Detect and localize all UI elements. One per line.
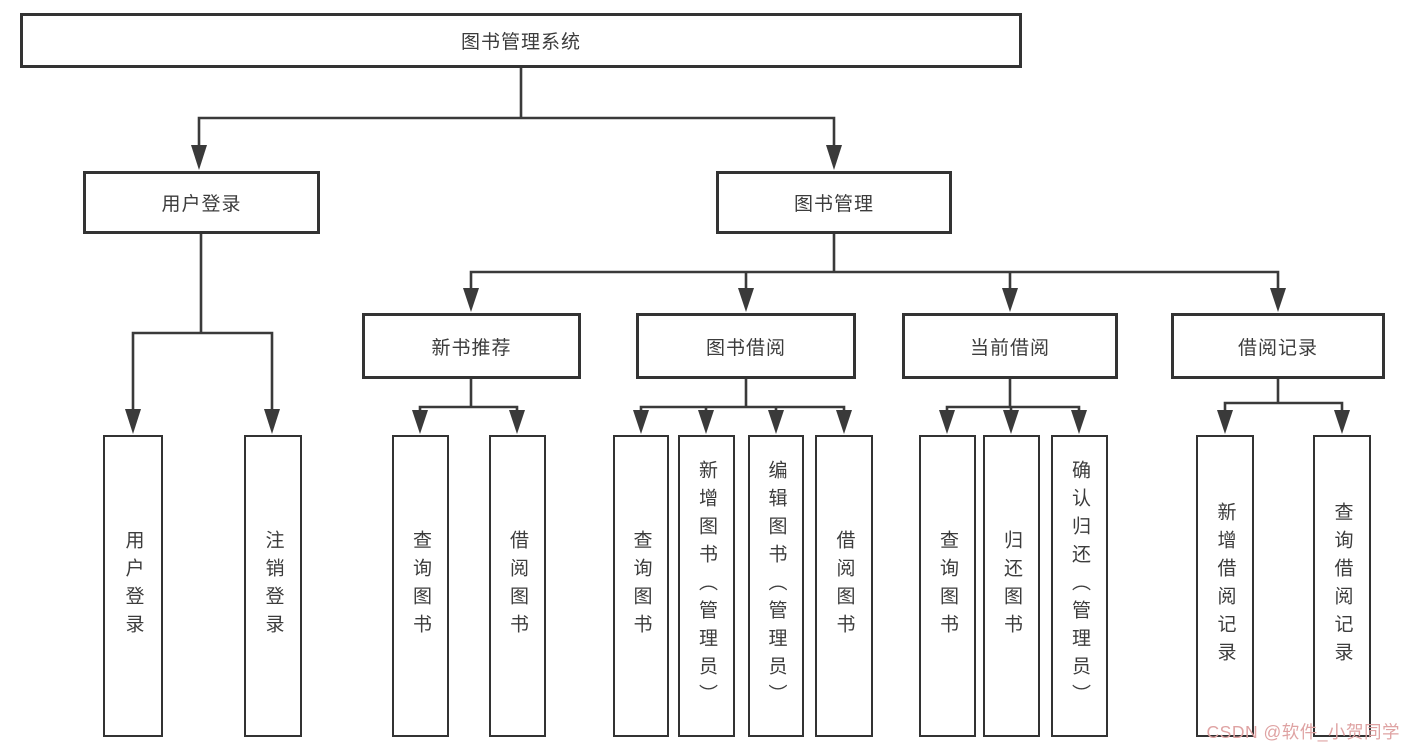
leaf-logout: 注销登录	[244, 435, 302, 737]
node-label: 图书管理	[793, 194, 874, 215]
watermark: CSDN @软件_小贺同学	[1206, 722, 1400, 742]
node-label: 用户登录	[161, 194, 242, 215]
leaf-borrowing-query-books: 查询图书	[613, 435, 669, 737]
leaf-label: 查询借阅记录	[1331, 502, 1353, 670]
node-new-book-recommend: 新书推荐	[362, 313, 581, 379]
node-book-borrowing: 图书借阅	[636, 313, 856, 379]
leaf-label: 确认归还（管理员）	[1069, 460, 1090, 712]
leaf-newbooks-query-books: 查询图书	[392, 435, 449, 737]
leaf-label: 新增图书（管理员）	[696, 460, 717, 712]
connector-new-books	[412, 379, 525, 434]
leaf-current-return-books: 归还图书	[983, 435, 1040, 737]
node-label: 新书推荐	[431, 337, 512, 359]
leaf-label: 编辑图书（管理员）	[765, 460, 787, 712]
leaf-label: 借阅图书	[833, 530, 855, 642]
leaf-newbooks-borrow-books: 借阅图书	[489, 435, 546, 737]
node-user-login: 用户登录	[83, 171, 320, 234]
node-label: 当前借阅	[969, 337, 1050, 359]
leaf-current-confirm-return-admin: 确认归还（管理员）	[1051, 435, 1108, 737]
node-label: 图书借阅	[705, 337, 786, 359]
connector-current-borrow	[939, 379, 1087, 434]
connector-user-login	[125, 234, 280, 434]
leaf-records-add-record: 新增借阅记录	[1196, 435, 1254, 737]
leaf-records-query-record: 查询借阅记录	[1313, 435, 1371, 737]
leaf-borrowing-borrow-books: 借阅图书	[815, 435, 873, 737]
leaf-current-query-books: 查询图书	[919, 435, 976, 737]
leaf-label: 查询图书	[410, 530, 431, 642]
leaf-label: 查询图书	[630, 530, 652, 642]
leaf-label: 查询图书	[937, 530, 958, 642]
connector-book-mgmt	[463, 234, 1286, 312]
node-current-borrowing: 当前借阅	[902, 313, 1118, 379]
leaf-label: 借阅图书	[507, 530, 528, 642]
node-borrowing-records: 借阅记录	[1171, 313, 1385, 379]
node-book-management: 图书管理	[716, 171, 952, 234]
leaf-label: 新增借阅记录	[1214, 502, 1236, 670]
node-label: 借阅记录	[1237, 337, 1318, 359]
connector-root	[191, 68, 842, 170]
leaf-label: 注销登录	[262, 530, 284, 642]
leaf-user-login: 用户登录	[103, 435, 163, 737]
connector-borrow-records	[1217, 379, 1350, 434]
leaf-borrowing-edit-books-admin: 编辑图书（管理员）	[748, 435, 804, 737]
leaf-label: 归还图书	[1001, 530, 1022, 642]
leaf-borrowing-add-books-admin: 新增图书（管理员）	[678, 435, 735, 737]
node-library-management-system: 图书管理系统	[20, 13, 1022, 68]
node-label: 图书管理系统	[460, 32, 581, 53]
connector-book-borrow	[633, 379, 852, 434]
leaf-label: 用户登录	[122, 530, 144, 642]
